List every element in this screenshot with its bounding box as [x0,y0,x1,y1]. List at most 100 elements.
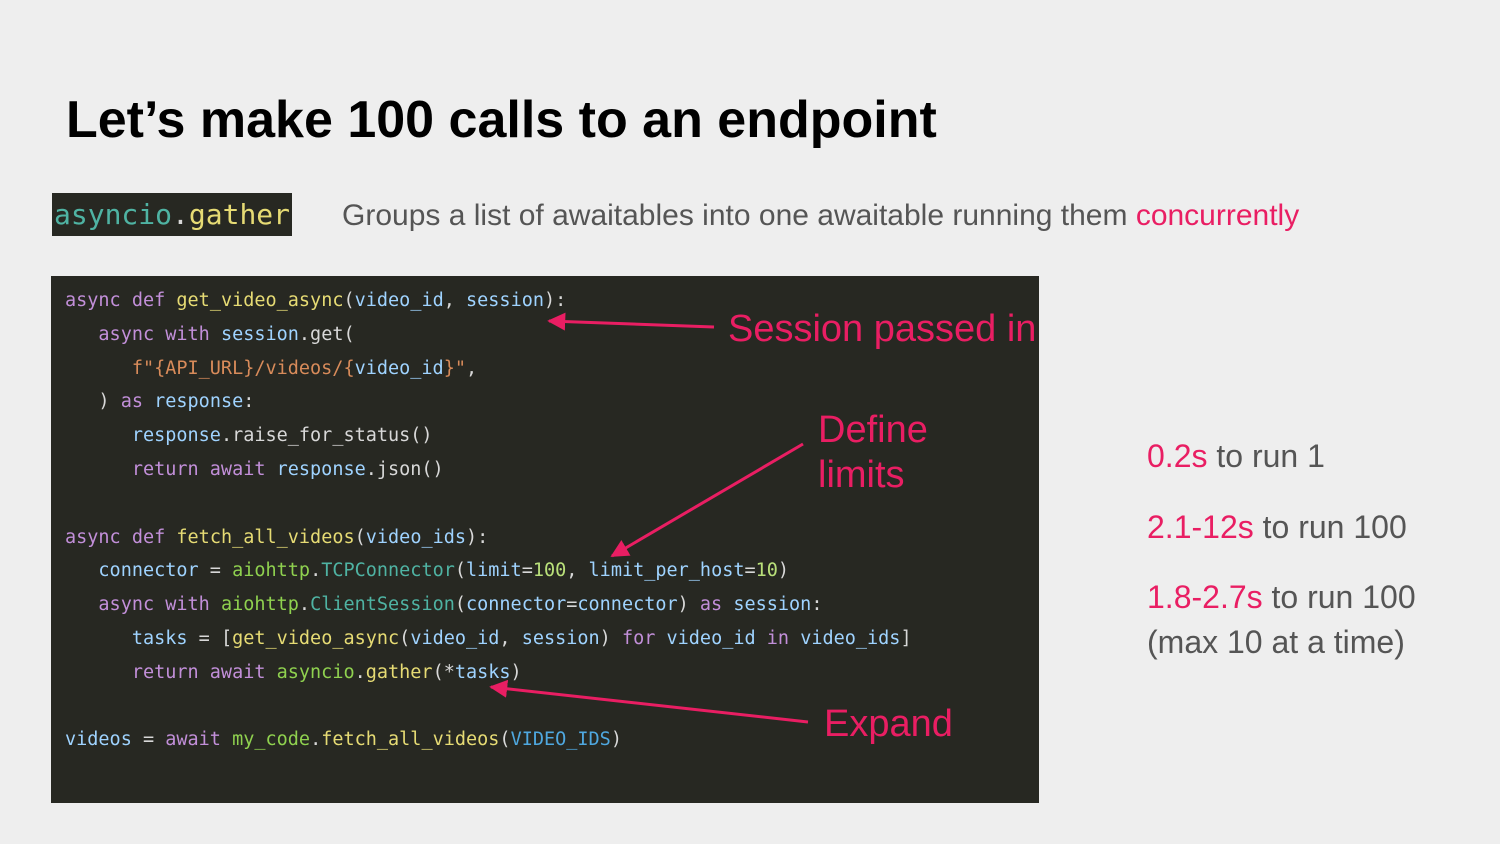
annotation-expand: Expand [824,703,953,745]
code-token: 100 [532,560,567,582]
code-token: in [766,628,790,649]
code-token: ( [399,628,411,649]
code-token: async [65,526,121,548]
subtitle-text: Groups a list of awaitables into one awa… [342,199,1136,232]
code-token: connector [98,560,199,582]
code-token: ) [777,560,790,582]
code-token: . [298,594,311,616]
code-token: video_ids [800,628,901,649]
code-token: limit_per_host [588,560,745,582]
code-token [655,628,666,649]
code-token: VIDEO_IDS [510,729,611,751]
code-token: gather [365,661,433,683]
code-token: session [466,290,544,311]
code-token: session [733,594,812,616]
stat-label: to run 100 [1262,579,1416,615]
code-token: ) [610,729,622,751]
code-token: , [443,290,467,311]
annotation-limits-line2: limits [818,454,905,496]
code-token: ) [599,628,622,649]
code-line: response.raise_for_status() [65,424,433,448]
code-token [221,729,232,750]
code-token: connector [466,594,567,616]
code-token: tasks [131,628,188,649]
code-token: fetch_all_videos [176,526,355,548]
code-line: return await response.json() [65,458,444,482]
subtitle: Groups a list of awaitables into one awa… [342,196,1299,236]
code-token: get_video_async [176,290,344,311]
code-token: : [811,594,823,616]
code-token: .json() [365,459,444,480]
stat-run-1: 0.2s to run 1 [1147,434,1325,478]
code-token: = [198,560,233,582]
code-token [65,459,132,480]
code-token: ) [677,594,700,616]
code-token: my_code [232,729,311,751]
code-token [121,290,132,311]
code-token: video_id [354,357,444,379]
subtitle-highlight: concurrently [1135,199,1300,232]
code-token: asyncio [276,661,355,683]
code-token: ): [543,290,567,311]
code-token: }" [443,357,466,379]
stat-value: 1.8-2.7s [1147,579,1263,615]
code-token [756,628,767,649]
code-token: ( [343,290,355,311]
stat-label: to run 1 [1207,438,1325,474]
code-token: . [310,729,322,751]
code-token [65,324,98,345]
code-token: return await [131,459,266,480]
code-token: connector [577,594,678,616]
code-token: response [154,391,244,413]
code-token [265,662,276,683]
stat-label: to run 100 [1253,509,1407,545]
code-token [143,391,154,412]
code-token: video_ids [365,526,467,548]
code-line: async with session.get( [65,323,355,347]
code-token [65,425,132,446]
code-token: .get( [298,323,355,345]
code-token: return await [131,661,266,683]
code-token: = [521,560,533,582]
code-line: connector = aiohttp.TCPConnector(limit=1… [65,559,789,583]
code-line: tasks = [get_video_async(video_id, sessi… [65,627,912,651]
code-line: videos = await my_code.fetch_all_videos(… [65,728,622,752]
code-token: ( [454,594,466,616]
code-token: as [699,594,723,616]
code-token: , [465,357,478,379]
code-token [65,594,98,615]
code-token: response [131,425,221,447]
code-token: 10 [755,560,778,582]
slide-title: Let’s make 100 calls to an endpoint [66,91,937,149]
code-token [210,594,221,615]
code-token: aiohttp [220,594,299,616]
code-token: await [165,729,221,751]
code-token: def [131,526,166,548]
code-token: .raise_for_status() [220,425,433,447]
code-token: videos [65,729,132,751]
code-token: limit [466,560,522,582]
code-token [789,628,800,649]
code-token: = [566,594,578,616]
code-token [165,527,176,548]
code-token: . [310,560,322,582]
code-token: ( [354,526,366,548]
code-token: : [243,391,255,413]
stat-value: 0.2s [1147,438,1208,474]
code-token: tasks [454,661,511,683]
code-token: . [354,661,366,683]
code-token: = [ [187,628,233,649]
inline-code-dot: . [172,198,189,231]
code-token [65,560,98,581]
stat-run-100: 2.1-12s to run 100 [1147,505,1407,549]
code-token [210,324,221,345]
code-token [121,527,132,548]
annotation-limits-line1: Define [818,409,928,451]
code-token: video_id [666,628,756,649]
code-token: ) [65,391,121,413]
inline-code-func: gather [188,198,291,231]
code-token: = [744,560,756,582]
code-token: session [521,628,600,649]
inline-code-module: asyncio [54,198,173,231]
code-line: return await asyncio.gather(*tasks) [65,661,522,685]
